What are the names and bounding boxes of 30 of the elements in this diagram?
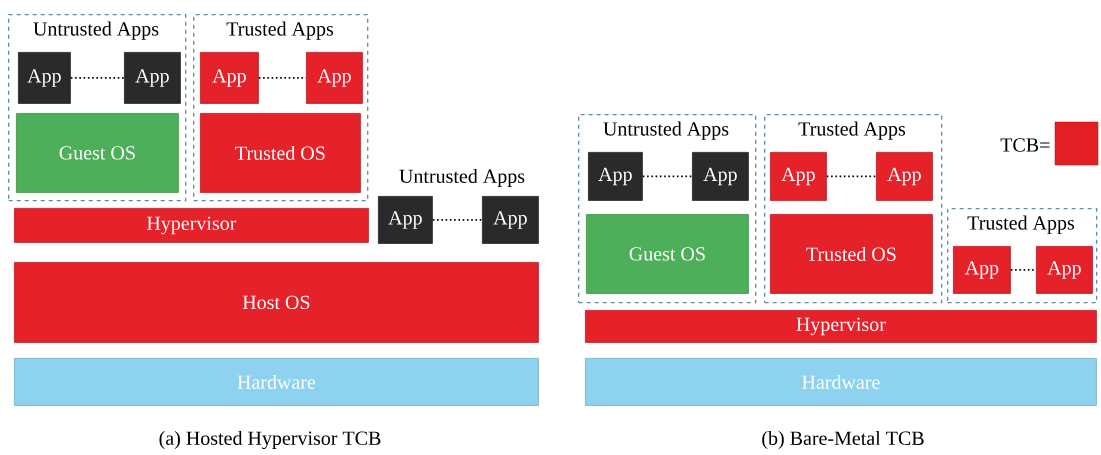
layer-box: App [770, 152, 827, 201]
dotted-connector [642, 175, 693, 178]
app-box: App [124, 52, 181, 104]
layer-box: Hypervisor [585, 310, 1097, 343]
os-box: Guest OS [586, 214, 749, 294]
dotted-connector [826, 175, 877, 178]
app-box: App [692, 152, 749, 201]
layer-box: App [1036, 246, 1093, 294]
app-box: App [18, 52, 71, 104]
caption: (a) Hosted Hypervisor TCB [159, 430, 381, 450]
app-box: App [588, 152, 643, 201]
legend-label: TCB= [1000, 138, 1050, 152]
layer-box: Trusted OS [770, 214, 933, 294]
dotted-connector [432, 219, 483, 221]
layer-box: App [200, 52, 259, 104]
caption: (b) Bare-Metal TCB [762, 430, 924, 450]
layer-box: Hypervisor [14, 208, 369, 243]
app-box: App [482, 196, 539, 244]
layer-box: Trusted OS [200, 113, 361, 193]
dotted-connector [1010, 269, 1037, 271]
layer-box: App [953, 246, 1011, 294]
dotted-connector [70, 77, 125, 79]
os-box: Guest OS [16, 113, 179, 193]
hardware-box: Hardware [14, 358, 539, 406]
layer-box: Host OS [14, 262, 539, 343]
layer-box: App [306, 52, 363, 104]
heading: Untrusted Apps [399, 168, 525, 188]
layer-box: App [876, 152, 933, 201]
app-box: App [378, 196, 433, 244]
hardware-box: Hardware [585, 358, 1097, 406]
